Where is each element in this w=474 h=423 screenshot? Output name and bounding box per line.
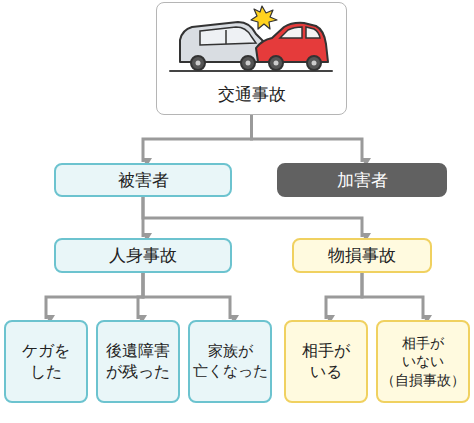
node-label: ケガを した xyxy=(22,341,70,383)
case-box: 後遺障害 が残った xyxy=(96,320,180,403)
connector-arrow xyxy=(326,273,362,319)
connector-arrow xyxy=(143,115,252,162)
accident-box: 交通事故 xyxy=(156,2,347,115)
node-label: 交通事故 xyxy=(218,83,286,105)
node-label: 人身事故 xyxy=(109,244,177,266)
node-label: 相手が いない （自損事故） xyxy=(381,334,465,389)
connector-arrow xyxy=(46,273,143,319)
node-label: 相手が いる xyxy=(302,341,350,383)
category-box: 人身事故 xyxy=(54,238,232,273)
node-label: 加害者 xyxy=(337,169,388,191)
node-label: 物損事故 xyxy=(328,244,396,266)
case-box: ケガを した xyxy=(4,320,88,403)
offender-box: 加害者 xyxy=(277,163,447,197)
victim-box: 被害者 xyxy=(54,163,232,197)
connector-arrow xyxy=(362,273,423,319)
connector-arrow xyxy=(143,273,230,319)
category-box: 物損事故 xyxy=(292,238,432,273)
case-box: 相手が いる xyxy=(284,320,368,403)
case-box: 家族が 亡くなった xyxy=(188,320,272,403)
node-label: 後遺障害 が残った xyxy=(106,341,170,383)
connector-arrow xyxy=(252,115,363,162)
case-box: 相手が いない （自損事故） xyxy=(376,320,470,403)
node-label: 家族が 亡くなった xyxy=(193,342,268,381)
connector-arrow xyxy=(143,197,362,237)
node-label: 被害者 xyxy=(118,169,169,191)
